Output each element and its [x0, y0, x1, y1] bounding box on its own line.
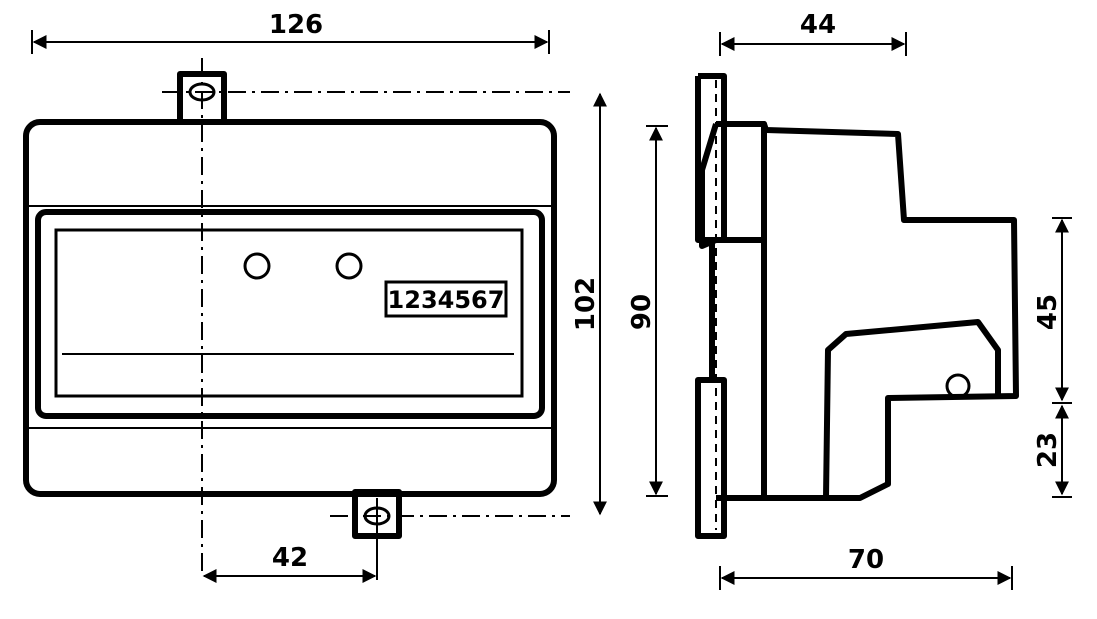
- din-rail-clip: [695, 73, 727, 539]
- dim-label-23: 23: [1033, 432, 1063, 468]
- dim-label-70: 70: [848, 545, 884, 575]
- side-terminal-screw: [945, 373, 971, 399]
- dim-label-44: 44: [800, 10, 836, 40]
- counter-display-box: [384, 280, 508, 318]
- side-view: 44 90 45 23 70: [627, 10, 1072, 590]
- dim-width-126: 126: [31, 10, 550, 54]
- display-window-frame: [35, 209, 545, 419]
- dim-depth-70: 70: [719, 545, 1013, 590]
- side-front-cover: [699, 121, 767, 498]
- dim-height-102: 102: [571, 92, 607, 516]
- dim-label-42: 42: [272, 543, 308, 573]
- dim-mount-offset-42: 42: [202, 543, 377, 583]
- dim-depth-44: 44: [719, 10, 907, 56]
- dim-label-102: 102: [571, 277, 601, 331]
- side-lower-step: [823, 319, 1001, 499]
- dim-upper-step-45: 45: [1033, 217, 1072, 402]
- display-window-inner: [54, 228, 524, 398]
- dim-label-90: 90: [627, 294, 657, 330]
- housing-outline: [23, 119, 557, 497]
- led-indicator-2: [335, 252, 363, 280]
- dim-label-45: 45: [1033, 294, 1063, 330]
- front-view: 1234567 126 102 42: [23, 10, 607, 583]
- dim-label-126: 126: [269, 10, 323, 40]
- dim-height-90: 90: [627, 125, 668, 497]
- dim-lower-step-23: 23: [1033, 402, 1072, 498]
- led-indicator-1: [243, 252, 271, 280]
- counter-display-value: 1234567: [388, 286, 505, 314]
